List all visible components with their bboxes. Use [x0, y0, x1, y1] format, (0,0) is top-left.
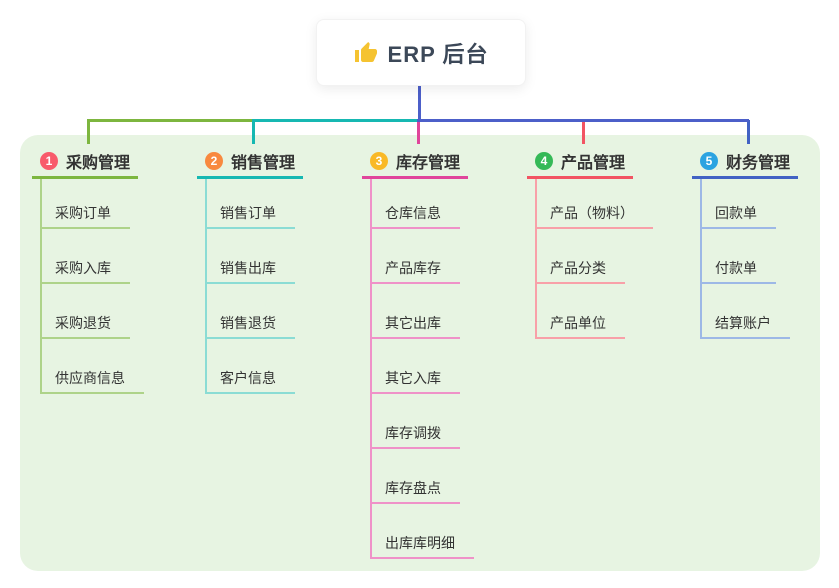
child-underline: [40, 227, 130, 229]
child-underline: [370, 227, 460, 229]
branch-node-label: 库存管理: [396, 155, 461, 172]
child-node[interactable]: 采购退货: [55, 315, 111, 331]
child-node[interactable]: 供应商信息: [55, 370, 125, 386]
child-node[interactable]: 其它入库: [385, 370, 441, 386]
child-underline: [700, 227, 776, 229]
child-underline: [370, 557, 474, 559]
child-underline: [40, 337, 130, 339]
connector-drop-line: [87, 120, 90, 144]
child-node[interactable]: 销售退货: [220, 315, 276, 331]
child-underline: [370, 447, 460, 449]
branch-node-label: 采购管理: [66, 155, 131, 172]
branch-number-badge: 1: [40, 152, 58, 170]
branch-underline: [32, 176, 138, 179]
child-node[interactable]: 库存调拨: [385, 425, 441, 441]
branch-underline: [527, 176, 633, 179]
child-underline: [370, 337, 460, 339]
connector-rail-right: [417, 119, 749, 122]
branch-underline: [362, 176, 468, 179]
root-node-label: ERP 后台: [387, 41, 489, 67]
connector-drop-line: [417, 120, 420, 144]
root-node[interactable]: ERP 后台: [316, 19, 526, 86]
connector-rail-mid: [252, 119, 419, 122]
child-underline: [535, 227, 653, 229]
child-node[interactable]: 回款单: [715, 205, 757, 221]
child-node[interactable]: 销售出库: [220, 260, 276, 276]
connector-rail-left: [87, 119, 254, 122]
child-node[interactable]: 付款单: [715, 260, 757, 276]
branch-node-3[interactable]: 3 库存管理: [370, 148, 460, 174]
branch-underline: [197, 176, 303, 179]
thumbs-up-icon: [354, 41, 378, 65]
child-node[interactable]: 产品库存: [385, 260, 441, 276]
child-underline: [535, 282, 625, 284]
child-underline: [370, 282, 460, 284]
branch-node-label: 财务管理: [726, 155, 791, 172]
child-underline: [205, 227, 295, 229]
branch-underline: [692, 176, 798, 179]
branch-number-badge: 3: [370, 152, 388, 170]
child-underline: [700, 337, 790, 339]
branch-child-spine: [370, 179, 372, 559]
child-node[interactable]: 出库库明细: [385, 535, 455, 551]
branch-child-spine: [535, 179, 537, 339]
child-underline: [370, 392, 460, 394]
child-node[interactable]: 仓库信息: [385, 205, 441, 221]
connector-drop-line: [747, 120, 750, 144]
branch-node-4[interactable]: 4 产品管理: [535, 148, 625, 174]
connector-drop-line: [252, 120, 255, 144]
branch-child-spine: [700, 179, 702, 339]
branch-node-label: 销售管理: [231, 155, 296, 172]
child-underline: [370, 502, 460, 504]
branch-node-label: 产品管理: [561, 155, 626, 172]
connector-drop-line: [582, 120, 585, 144]
branch-node-5[interactable]: 5 财务管理: [700, 148, 790, 174]
branch-number-badge: 4: [535, 152, 553, 170]
child-node[interactable]: 客户信息: [220, 370, 276, 386]
child-underline: [40, 282, 130, 284]
mindmap-background-panel: [20, 135, 820, 571]
child-underline: [205, 392, 295, 394]
child-node[interactable]: 采购入库: [55, 260, 111, 276]
child-node[interactable]: 产品分类: [550, 260, 606, 276]
branch-node-2[interactable]: 2 销售管理: [205, 148, 295, 174]
connector-root-stem: [418, 84, 421, 122]
child-node[interactable]: 采购订单: [55, 205, 111, 221]
child-node[interactable]: 产品单位: [550, 315, 606, 331]
child-node[interactable]: 库存盘点: [385, 480, 441, 496]
child-underline: [205, 282, 295, 284]
branch-node-1[interactable]: 1 采购管理: [40, 148, 130, 174]
child-node[interactable]: 结算账户: [715, 315, 771, 331]
branch-child-spine: [40, 179, 42, 394]
child-underline: [535, 337, 625, 339]
branch-number-badge: 5: [700, 152, 718, 170]
branch-number-badge: 2: [205, 152, 223, 170]
branch-child-spine: [205, 179, 207, 394]
child-underline: [700, 282, 776, 284]
child-node[interactable]: 产品（物料）: [550, 205, 634, 221]
child-node[interactable]: 销售订单: [220, 205, 276, 221]
child-node[interactable]: 其它出库: [385, 315, 441, 331]
child-underline: [40, 392, 144, 394]
child-underline: [205, 337, 295, 339]
